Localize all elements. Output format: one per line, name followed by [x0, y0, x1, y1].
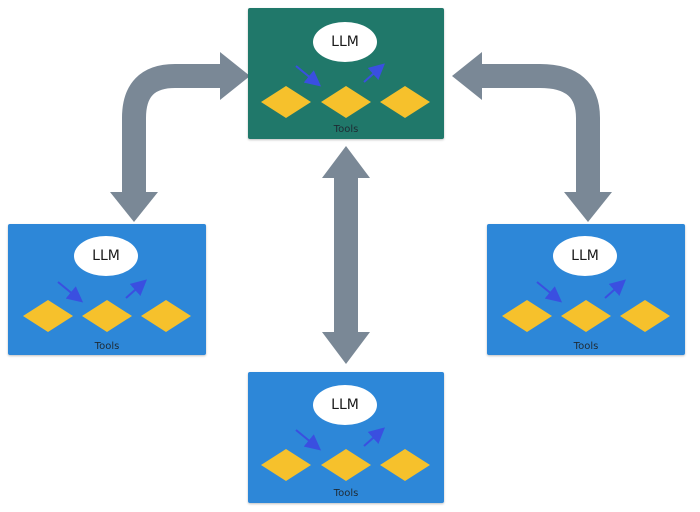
tools-label: Tools	[94, 341, 120, 352]
arrow-top-left	[110, 52, 250, 222]
tool-diamond-1	[23, 300, 73, 332]
flow-arrow-2	[604, 279, 626, 299]
llm-bubble: LLM	[313, 385, 377, 425]
tools-label: Tools	[333, 124, 359, 135]
flow-arrow-1	[536, 281, 563, 303]
tool-diamond-2	[82, 300, 132, 332]
tool-diamond-3	[620, 300, 670, 332]
flow-arrow-2	[363, 63, 385, 83]
tool-diamond-2	[321, 86, 371, 118]
agent-node-bottom-graphics	[261, 427, 430, 481]
llm-bubble: LLM	[313, 22, 377, 62]
tools-label: Tools	[333, 488, 359, 499]
tool-diamond-3	[141, 300, 191, 332]
tool-diamond-1	[261, 449, 311, 481]
flow-arrow-2	[125, 279, 147, 299]
llm-bubble: LLM	[553, 236, 617, 276]
llm-bubble: LLM	[74, 236, 138, 276]
flow-arrow-1	[57, 281, 84, 303]
arrow-top-bottom	[322, 146, 370, 364]
agent-node-left-graphics	[23, 279, 191, 332]
agent-node-top-graphics	[261, 63, 430, 118]
flow-arrow-2	[363, 427, 385, 447]
agent-node-right-graphics	[502, 279, 670, 332]
arrow-top-right	[452, 52, 612, 222]
llm-label: LLM	[331, 397, 359, 413]
tool-diamond-3	[380, 86, 430, 118]
tool-diamond-2	[321, 449, 371, 481]
llm-label: LLM	[92, 248, 120, 264]
tool-diamond-1	[261, 86, 311, 118]
tool-diamond-2	[561, 300, 611, 332]
agent-node-bottom: LLM Tools	[248, 372, 444, 503]
tool-diamond-3	[380, 449, 430, 481]
agent-node-left: LLM Tools	[8, 224, 206, 355]
flow-arrow-1	[295, 429, 322, 451]
llm-label: LLM	[571, 248, 599, 264]
llm-label: LLM	[331, 34, 359, 50]
flow-arrow-1	[295, 65, 322, 87]
tool-diamond-1	[502, 300, 552, 332]
agent-node-right: LLM Tools	[487, 224, 685, 355]
agent-node-top: LLM Tools	[248, 8, 444, 139]
tools-label: Tools	[573, 341, 599, 352]
